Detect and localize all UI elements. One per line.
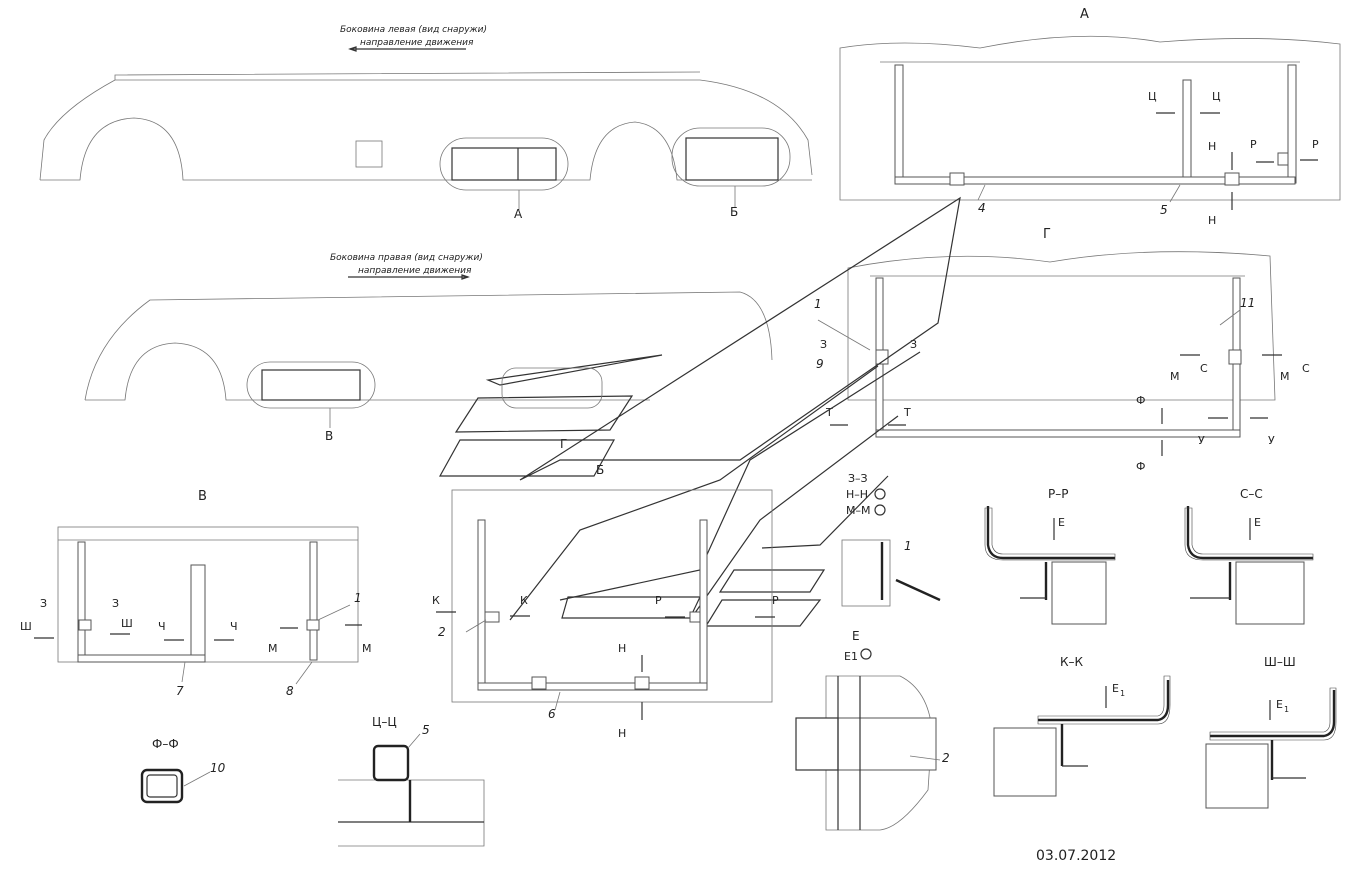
view-g-title: Г xyxy=(1043,227,1051,242)
svg-text:М–М: М–М xyxy=(846,504,870,517)
section-kk-title: К–К xyxy=(1060,655,1084,669)
svg-text:Е: Е xyxy=(1112,682,1119,695)
svg-text:Е: Е xyxy=(1254,516,1261,529)
callout-a-outline xyxy=(439,137,569,191)
section-ff: Ф–Ф 10 xyxy=(140,737,226,804)
right-side-title: Боковина правая (вид снаружи) xyxy=(330,253,483,263)
svg-text:С: С xyxy=(1302,362,1310,375)
detail-e: Е Е1 2 xyxy=(795,629,950,831)
svg-text:Н–Н: Н–Н xyxy=(846,488,868,501)
svg-text:Б: Б xyxy=(596,463,604,477)
section-rr: Р–Р Е xyxy=(984,487,1116,625)
svg-text:У: У xyxy=(1268,434,1275,447)
part-4-label: 4 xyxy=(978,201,986,215)
svg-text:З–З: З–З xyxy=(848,472,868,485)
svg-text:К: К xyxy=(520,594,528,607)
svg-text:1: 1 xyxy=(1284,705,1289,714)
svg-text:М: М xyxy=(1170,370,1180,383)
part-5-label: 5 xyxy=(1160,203,1168,217)
part-8-label: 8 xyxy=(286,684,294,698)
part-6-label: 6 xyxy=(548,707,556,721)
left-side-direction: направление движения xyxy=(360,38,474,48)
view-g: Г 11 1 9 З З Т Т М М С С Ф Ф У У xyxy=(814,227,1310,473)
section-tsts-title: Ц–Ц xyxy=(372,715,397,729)
callout-v-letter: В xyxy=(325,429,333,443)
drawing-date: 03.07.2012 xyxy=(1036,848,1116,864)
part-7-label: 7 xyxy=(176,684,184,698)
svg-text:Ш: Ш xyxy=(20,620,32,633)
section-rr-title: Р–Р xyxy=(1048,487,1068,501)
svg-text:У: У xyxy=(1198,434,1205,447)
svg-text:Ш: Ш xyxy=(121,617,133,630)
view-v: В З З Ш Ш Ч Ч М М 1 7 8 xyxy=(20,489,372,698)
svg-text:5: 5 xyxy=(422,723,430,737)
part-9-label: 9 xyxy=(816,357,824,371)
svg-text:Р: Р xyxy=(1312,138,1319,151)
svg-text:Ч: Ч xyxy=(230,620,238,633)
svg-text:Н: Н xyxy=(1208,140,1216,153)
svg-text:З: З xyxy=(910,338,917,351)
svg-text:Е: Е xyxy=(1276,698,1283,711)
view-v-title: В xyxy=(198,489,207,504)
section-tsts: Ц–Ц 5 xyxy=(338,715,485,847)
section-group-labels: З–З Н–Н М–М 1 xyxy=(841,472,941,607)
tab-b xyxy=(438,439,616,477)
svg-text:Н: Н xyxy=(618,727,626,740)
callout-v-outline xyxy=(246,361,376,409)
callout-a-letter: А xyxy=(514,207,523,221)
left-side-title: Боковина левая (вид снаружи) xyxy=(340,25,487,35)
svg-text:2: 2 xyxy=(942,751,950,765)
svg-text:С: С xyxy=(1200,362,1208,375)
svg-text:З: З xyxy=(820,338,827,351)
svg-text:Е1: Е1 xyxy=(844,650,858,663)
svg-text:Е: Е xyxy=(1058,516,1065,529)
svg-text:Т: Т xyxy=(825,406,833,419)
svg-text:Ф: Ф xyxy=(1136,394,1145,407)
svg-text:Т: Т xyxy=(903,406,911,419)
section-shsh-title: Ш–Ш xyxy=(1264,655,1296,669)
view-a: А Ц Ц Н Н Р Р 4 5 xyxy=(839,7,1341,227)
svg-text:Р: Р xyxy=(1250,138,1257,151)
part-2-label: 2 xyxy=(438,625,446,639)
right-side-direction: направление движения xyxy=(358,266,472,276)
svg-text:Р: Р xyxy=(655,594,662,607)
detail-e-title: Е xyxy=(852,629,860,643)
svg-text:1: 1 xyxy=(904,539,912,553)
svg-text:М: М xyxy=(362,642,372,655)
right-side-view: Боковина правая (вид снаружи) направлени… xyxy=(84,253,773,443)
svg-text:Р: Р xyxy=(772,594,779,607)
svg-text:Н: Н xyxy=(1208,214,1216,227)
svg-text:Г: Г xyxy=(560,437,567,451)
svg-text:З: З xyxy=(40,597,47,610)
left-side-view: Боковина левая (вид снаружи) направление… xyxy=(39,25,813,221)
svg-text:10: 10 xyxy=(210,761,226,775)
section-ff-title: Ф–Ф xyxy=(152,737,179,751)
svg-text:1: 1 xyxy=(1120,689,1125,698)
section-ss: С–С Е xyxy=(1184,487,1314,625)
svg-text:Ф: Ф xyxy=(1136,460,1145,473)
svg-text:Ц: Ц xyxy=(1212,90,1221,103)
view-b: К К Р Р Н Н 2 6 xyxy=(432,489,779,740)
svg-text:Ч: Ч xyxy=(158,620,166,633)
section-ss-title: С–С xyxy=(1240,487,1263,501)
svg-text:Ц: Ц xyxy=(1148,90,1157,103)
svg-text:Н: Н xyxy=(618,642,626,655)
part-1-label-v: 1 xyxy=(354,591,362,605)
svg-text:М: М xyxy=(268,642,278,655)
svg-text:К: К xyxy=(432,594,440,607)
tab-g xyxy=(454,395,634,433)
connector-lines: Г Б xyxy=(438,196,961,627)
section-kk: К–К Е 1 xyxy=(993,655,1171,797)
view-a-title: А xyxy=(1080,7,1089,22)
svg-text:М: М xyxy=(1280,370,1290,383)
part-11-label: 11 xyxy=(1240,296,1255,310)
callout-b-outline xyxy=(671,127,791,187)
callout-b-letter: Б xyxy=(730,205,738,219)
part-1-label-g: 1 xyxy=(814,297,822,311)
svg-text:З: З xyxy=(112,597,119,610)
section-shsh: Ш–Ш Е 1 xyxy=(1205,655,1337,809)
